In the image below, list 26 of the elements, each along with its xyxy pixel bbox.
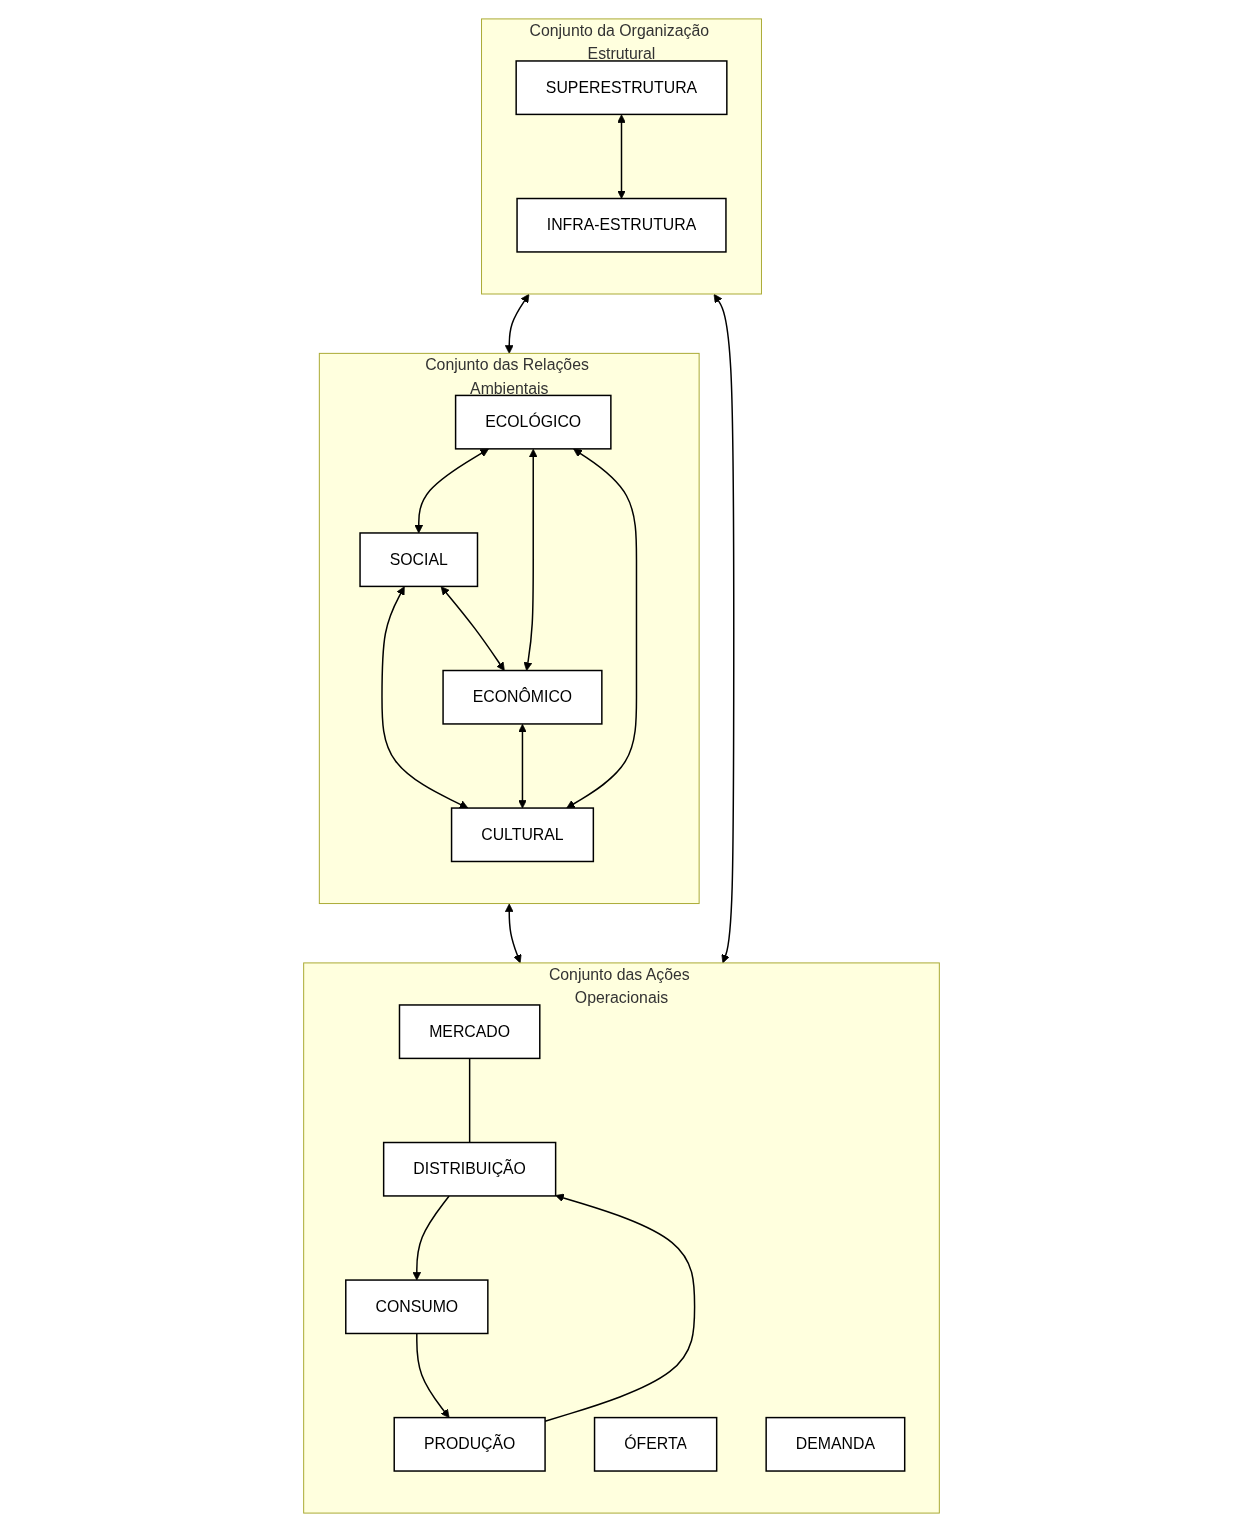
node-box: SOCIAL: [359, 532, 479, 588]
node-box: ECONÔMICO: [442, 669, 603, 725]
node-box: PRODUÇÃO: [393, 1416, 546, 1472]
node-box: DEMANDA: [765, 1416, 906, 1472]
node-box: MERCADO: [398, 1004, 541, 1060]
arrow: [504, 293, 530, 354]
arrow: [713, 293, 735, 964]
arrow: [440, 586, 505, 671]
arrow: [416, 1332, 450, 1418]
arrow: [523, 448, 538, 671]
arrow: [566, 448, 638, 809]
connector: [468, 1057, 471, 1144]
arrow: [414, 448, 489, 534]
arrow: [518, 723, 527, 809]
node-box: CULTURAL: [450, 807, 595, 863]
arrow: [504, 903, 522, 964]
node-box: ECOLÓGICO: [454, 394, 612, 450]
arrow: [544, 1193, 696, 1422]
arrow: [617, 114, 626, 199]
node-box: DISTRIBUIÇÃO: [382, 1141, 557, 1197]
arrow: [381, 586, 469, 809]
node-box: SUPERESTRUTURA: [515, 60, 728, 116]
node-box: CONSUMO: [345, 1279, 489, 1335]
node-box: ÓFERTA: [593, 1416, 718, 1472]
arrow: [412, 1195, 450, 1281]
node-box: INFRA-ESTRUTURA: [516, 197, 727, 253]
